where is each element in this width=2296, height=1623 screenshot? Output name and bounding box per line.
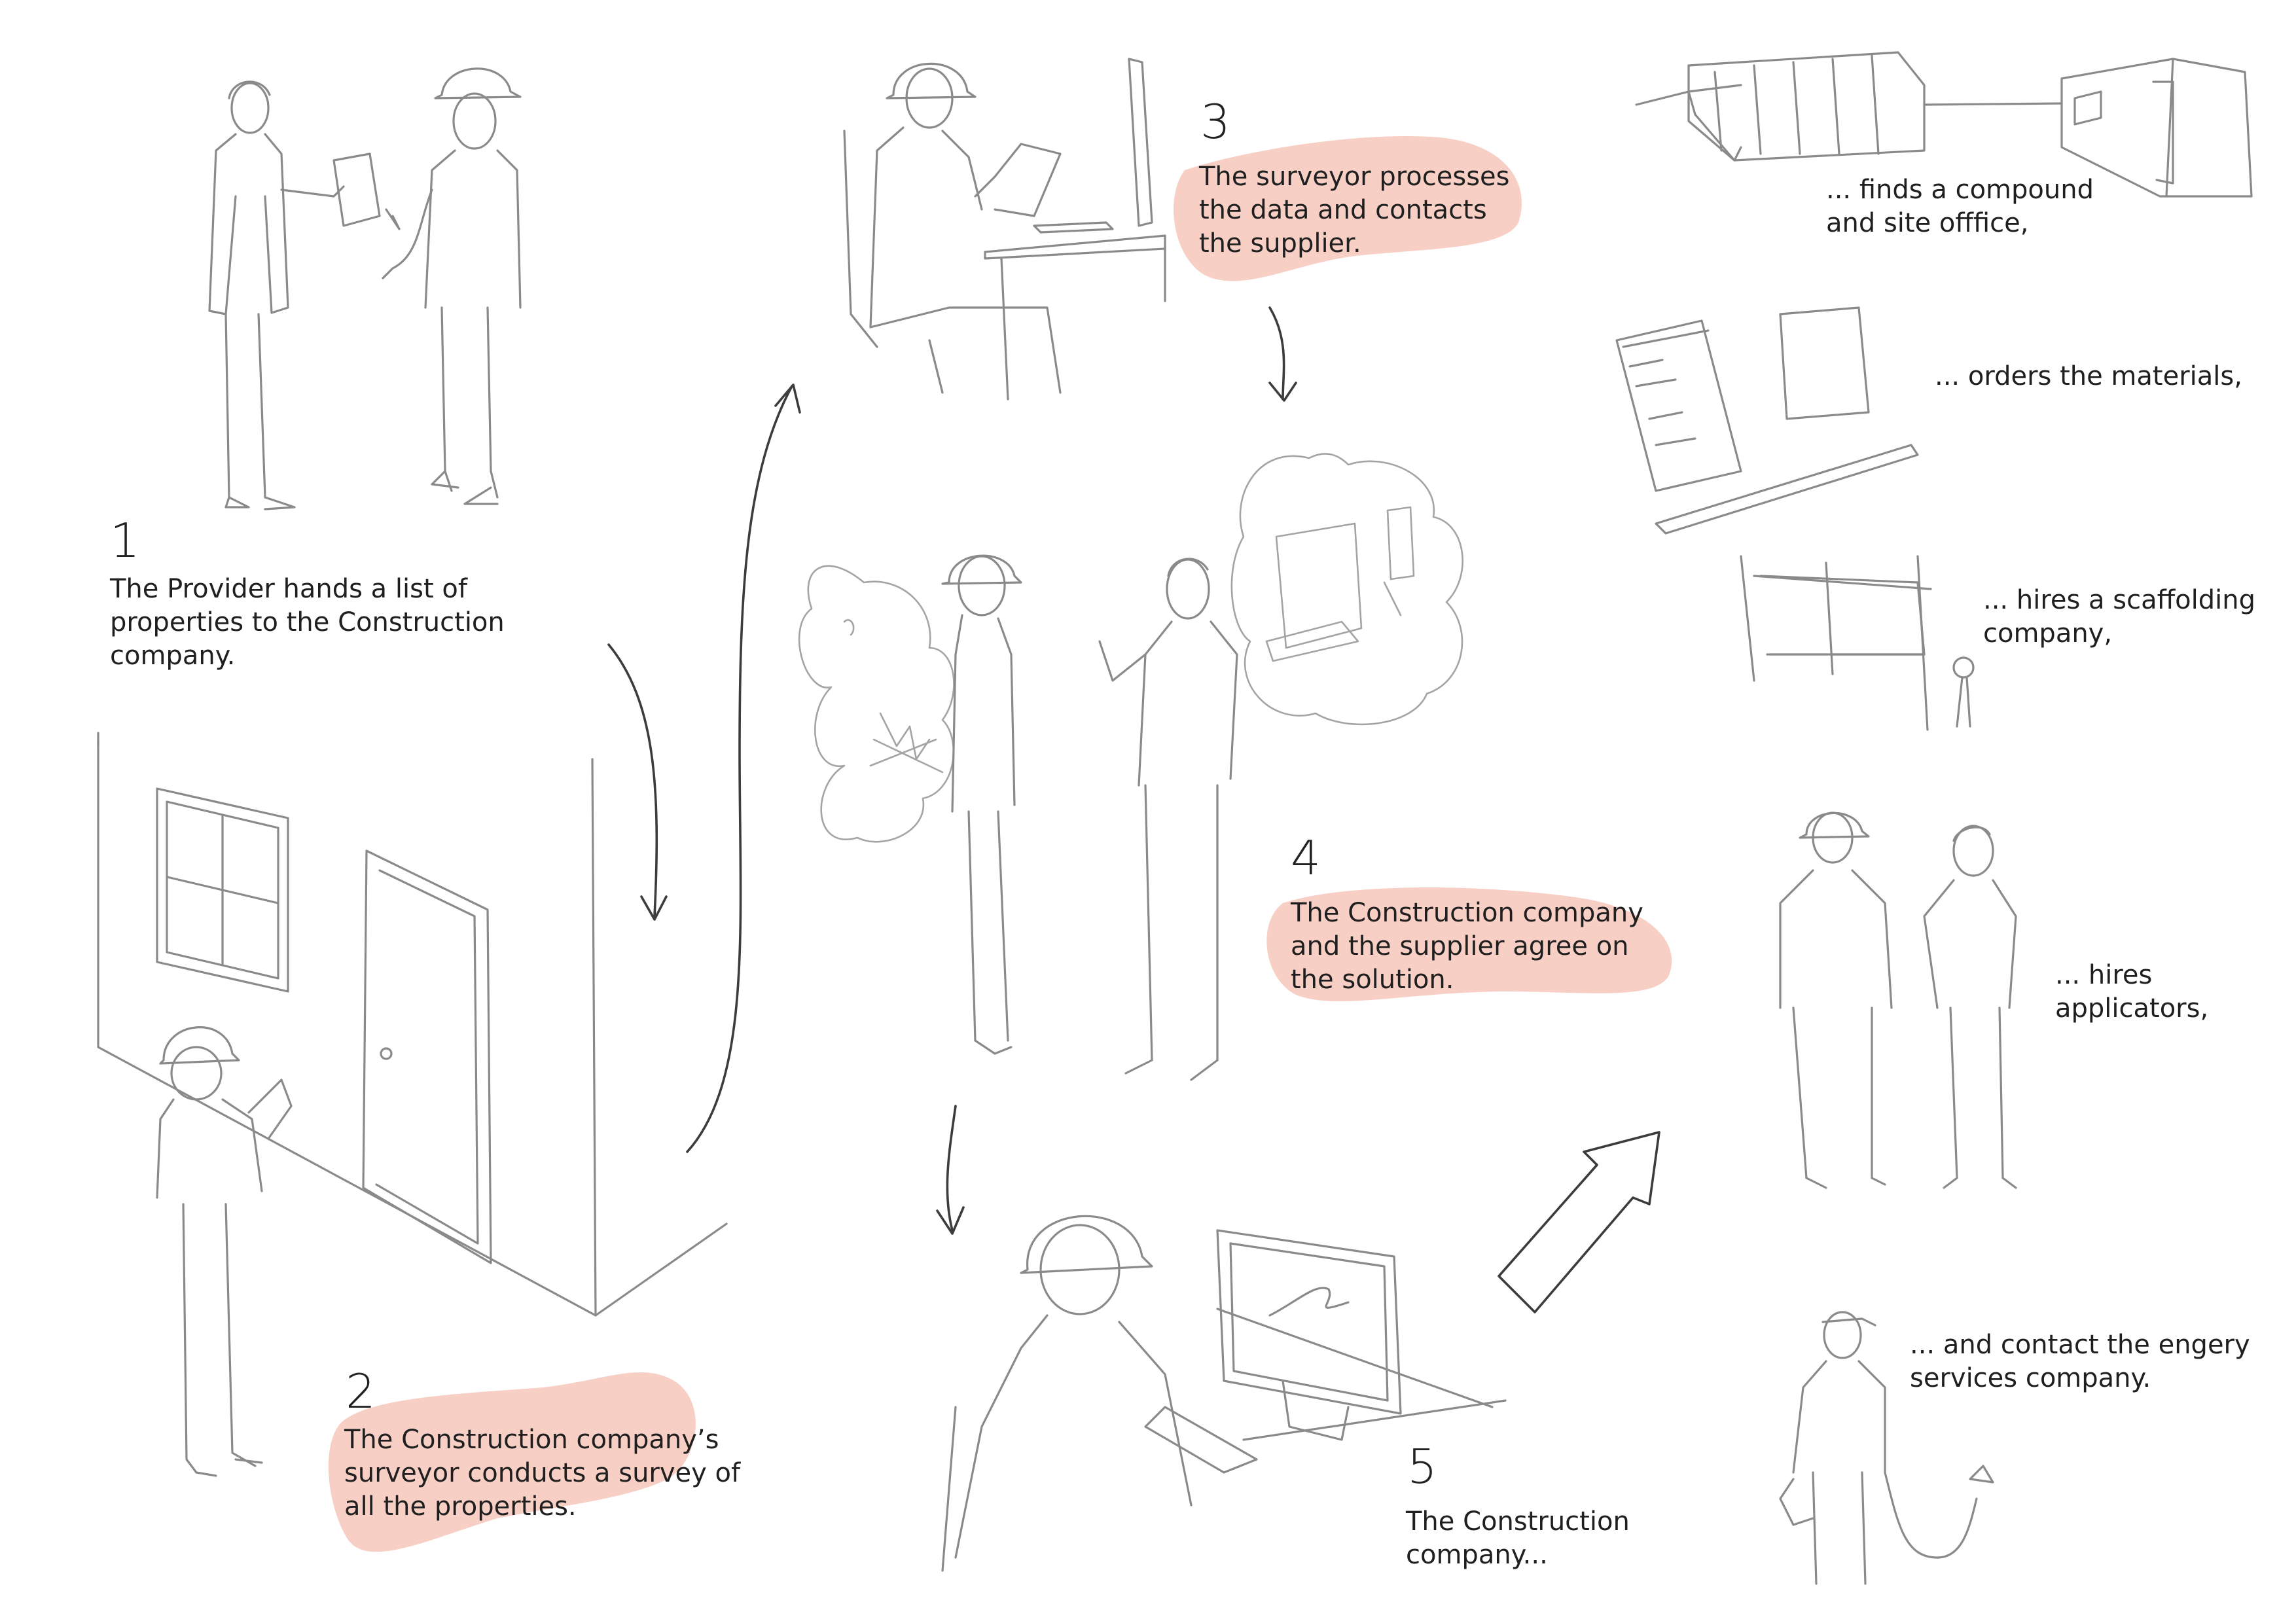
scene-survey-illustration [98,733,726,1476]
step-5-caption: The Construction company... [1406,1505,1630,1572]
step-4-number: 4 [1291,834,1321,882]
substep-materials-caption: ... orders the materials, [1935,360,2242,393]
arrow-step-5-to-subtasks [1499,1132,1659,1312]
substep-energy-services-caption: ... and contact the engery services comp… [1910,1329,2250,1395]
substep-scaffolding-caption: ... hires a scaffolding company, [1983,584,2255,651]
step-4-caption: The Construction company and the supplie… [1291,897,1643,997]
substep-applicators-caption: ... hires applicators, [2055,959,2208,1026]
step-2-caption: The Construction company’s surveyor cond… [344,1423,740,1524]
applicators-illustration [1780,813,2016,1188]
scaffolding-illustration [1741,556,1973,730]
materials-illustration [1617,308,1918,533]
scene-desk-work-illustration [844,59,1165,399]
step-2-number: 2 [346,1368,376,1415]
step-1-caption: The Provider hands a list of properties … [110,573,505,673]
scene-handover-illustration [209,69,520,509]
arrow-step-4-to-5 [947,1106,956,1230]
step-1-number: 1 [110,517,140,564]
flow-arrows [609,308,1659,1312]
substep-compound-caption: ... finds a compound and site offfice, [1826,173,2094,240]
step-3-caption: The surveyor processes the data and cont… [1199,160,1510,260]
step-5-number: 5 [1407,1443,1437,1490]
arrow-step-2-to-3 [687,386,792,1152]
step-3-number: 3 [1200,98,1230,145]
arrow-step-1-to-2 [609,645,656,916]
